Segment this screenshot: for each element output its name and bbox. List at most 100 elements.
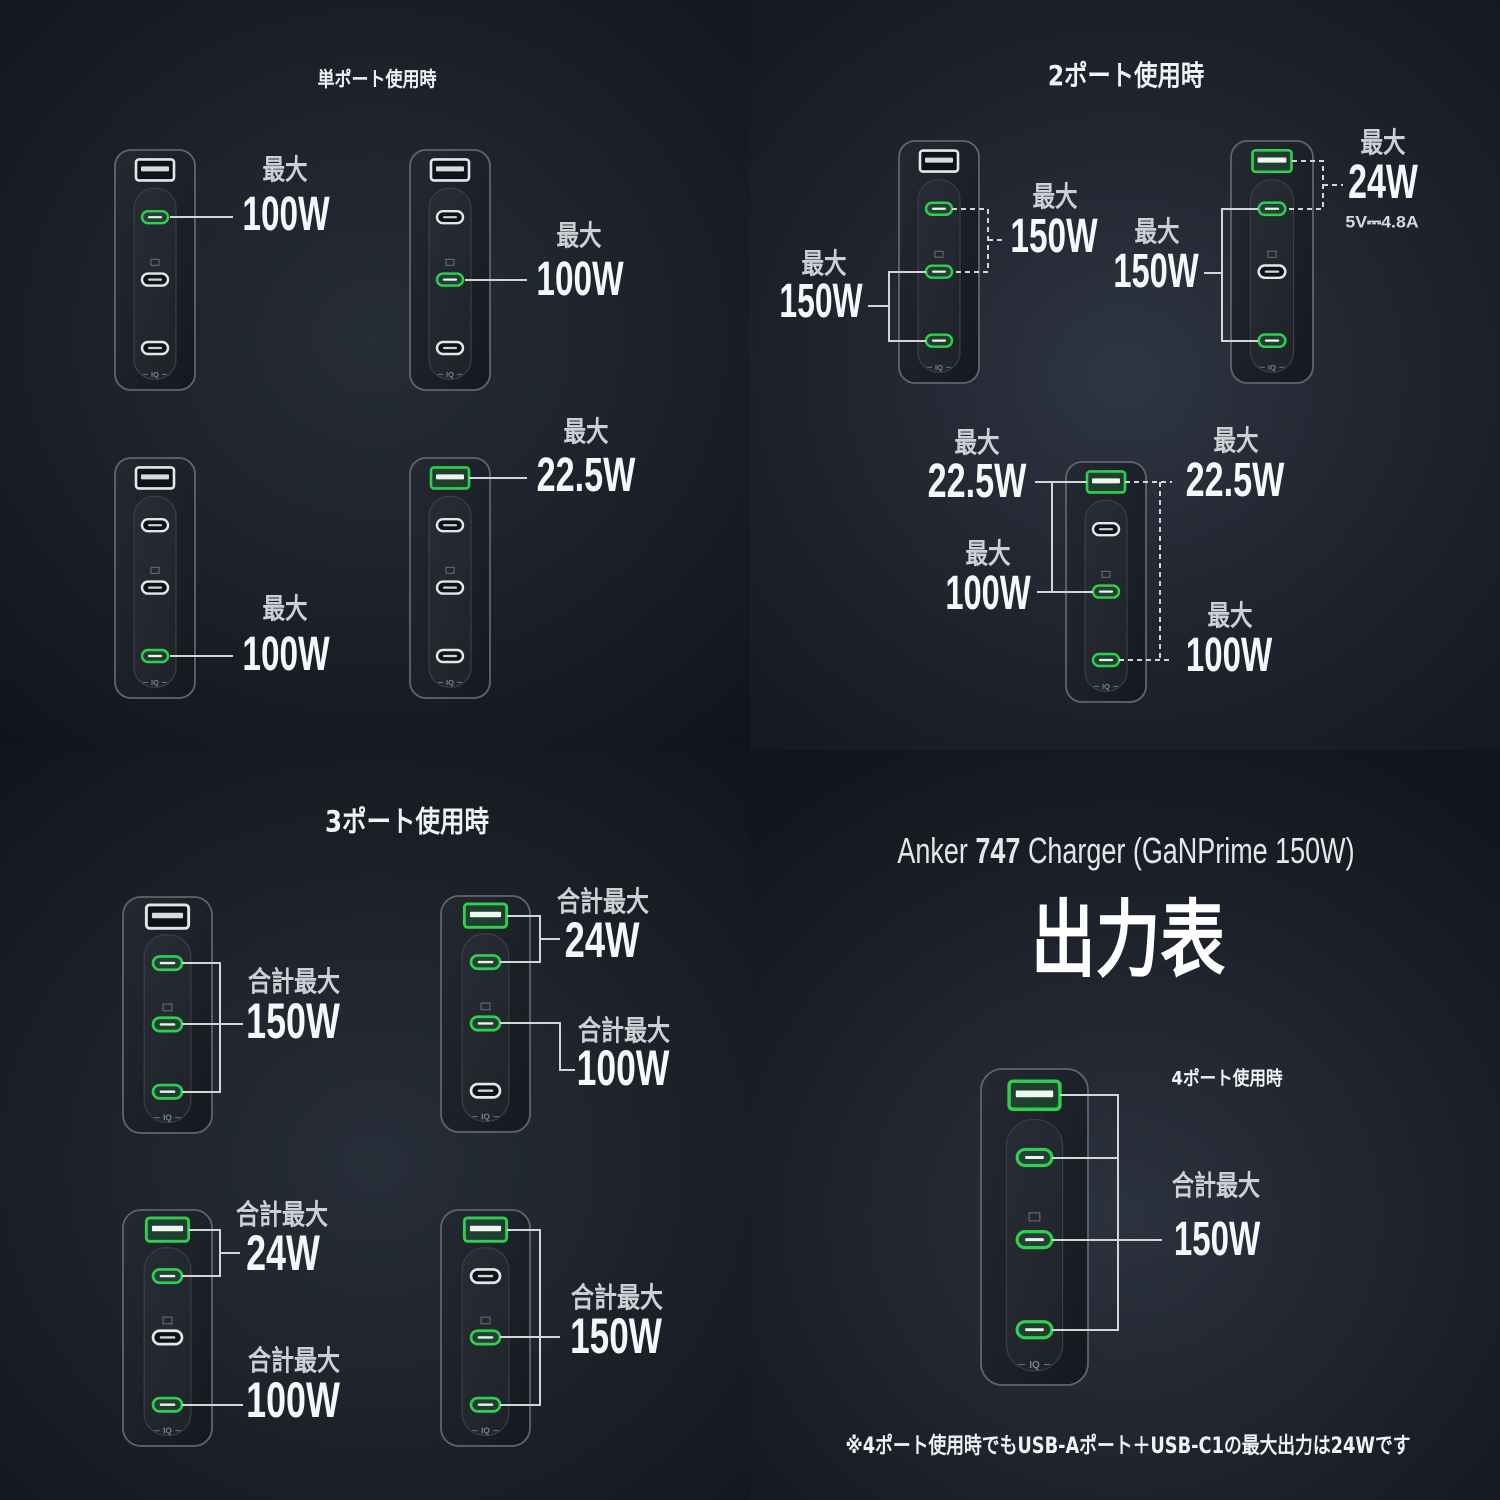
charger-body	[122, 1209, 213, 1447]
usb-a-port-tongue	[469, 1225, 502, 1232]
usb-c2-port-tongue	[1099, 590, 1113, 593]
usb-c1-port-tongue	[148, 524, 162, 527]
single-port-charger-2-caption-1: 最大	[556, 219, 602, 252]
usb-c1-port-tongue	[443, 216, 457, 219]
single-port-charger-1-value-1: 100W	[242, 188, 330, 241]
usb-c2-port-tongue	[148, 586, 162, 589]
three-port-charger-3: IQ	[122, 1209, 213, 1447]
usb-c3-port-tongue	[159, 1090, 176, 1093]
two-port-charger-2-caption-2: 最大	[1134, 215, 1180, 248]
four-port-label: 4ポート使用時	[1171, 1067, 1283, 1090]
single-port-charger-1-caption-1: 最大	[262, 153, 308, 186]
output-table-title: 出力表	[1030, 891, 1226, 989]
iq-logo: IQ	[1029, 1360, 1040, 1371]
port-panel	[461, 1247, 510, 1436]
two-port-charger-3-value-4: 100W	[1185, 629, 1273, 682]
charger-body	[440, 1209, 531, 1447]
three-port-charger-1: IQ	[122, 896, 213, 1134]
usb-c2-port-tongue	[443, 586, 457, 589]
usb-c2-port-tongue	[1264, 270, 1280, 273]
brand-name: Anker	[897, 830, 968, 871]
port-panel	[461, 933, 510, 1122]
three-port-charger-4-value-1: 150W	[570, 1308, 662, 1364]
device-icon	[934, 250, 944, 258]
usb-c3-port-tongue	[477, 1403, 494, 1406]
usb-c3-port-tongue	[148, 346, 162, 350]
port-panel	[428, 187, 472, 380]
two-port-charger-3-value-3: 22.5W	[1185, 454, 1285, 507]
single-port-title: 単ポート使用時	[317, 67, 437, 91]
three-port-charger-4-connector-1	[500, 1229, 541, 1406]
usb-c2-port-tongue	[159, 1336, 176, 1339]
device-icon	[162, 1316, 173, 1325]
device-icon	[150, 258, 160, 266]
two-port-charger-3-value-1: 22.5W	[927, 455, 1027, 508]
usb-c2-port-tongue	[148, 278, 162, 281]
device-icon	[445, 566, 455, 574]
three-port-title: 3ポート使用時	[324, 804, 490, 839]
three-port-charger-3-value-2: 100W	[246, 1372, 340, 1428]
iq-logo: IQ	[1268, 363, 1276, 372]
port-panel	[428, 495, 472, 688]
iq-logo: IQ	[163, 1426, 172, 1436]
two-port-charger-3-caption-1: 最大	[954, 426, 1000, 459]
two-port-charger-3: IQ	[1065, 461, 1147, 703]
usb-c1-port-tongue	[1025, 1156, 1044, 1159]
iq-logo: IQ	[446, 370, 454, 379]
three-port-charger-2-caption-2: 合計最大	[578, 1014, 670, 1047]
usb-c3-port-tongue	[1099, 658, 1113, 662]
three-port-charger-2: IQ	[440, 895, 531, 1133]
single-port-charger-3-value-1: 100W	[242, 628, 330, 681]
usb-c1-port-tongue	[159, 1274, 176, 1278]
three-port-charger-1-caption-1: 合計最大	[248, 965, 340, 998]
port-panel	[143, 1247, 192, 1436]
port-panel	[1084, 499, 1128, 692]
two-port-charger-1-caption-1: 最大	[801, 247, 847, 280]
two-port-charger-2-value-1: 24W	[1348, 156, 1418, 209]
iq-logo: IQ	[151, 370, 159, 379]
usb-c3-port-tongue	[477, 1089, 494, 1092]
port-panel	[917, 179, 961, 373]
charger-body	[1065, 461, 1147, 703]
two-port-charger-3-caption-3: 最大	[1213, 424, 1259, 457]
two-port-charger-3-caption-4: 最大	[1207, 599, 1253, 632]
usb-c1-port-tongue	[932, 207, 946, 210]
two-port-title: 2ポート使用時	[1047, 59, 1205, 92]
usb-c2-port-tongue	[1025, 1238, 1044, 1242]
usb-c2-port-tongue	[477, 1022, 494, 1025]
iq-logo: IQ	[935, 363, 943, 372]
single-port-charger-4-caption-1: 最大	[563, 415, 609, 448]
usb-a-port-tongue	[141, 166, 169, 172]
iq-logo: IQ	[151, 678, 159, 687]
charger-body	[114, 457, 196, 699]
device-icon	[150, 566, 160, 574]
port-panel	[133, 187, 177, 380]
single-port-charger-3-caption-1: 最大	[262, 592, 308, 625]
usb-c3-port-tongue	[148, 654, 162, 658]
usb-a-port-tongue	[925, 157, 953, 163]
device-icon	[162, 1003, 173, 1012]
usb-a-port-tongue	[1092, 478, 1120, 484]
two-port-charger-1-caption-2: 最大	[1032, 180, 1078, 213]
two-port-charger-1-value-1: 150W	[779, 275, 863, 328]
footnote: ※4ポート使用時でもUSB-Aポート＋USB-C1の最大出力は24Wです	[845, 1434, 1411, 1459]
usb-c1-port-tongue	[443, 524, 457, 527]
device-icon	[480, 1002, 491, 1011]
usb-a-port-tongue	[151, 1225, 184, 1232]
device-icon	[445, 258, 455, 266]
three-port-charger-1-connector-1	[182, 962, 221, 1093]
iq-logo: IQ	[481, 1426, 490, 1436]
usb-a-port-tongue	[1015, 1090, 1054, 1098]
single-port-charger-1: IQ	[114, 149, 196, 391]
four-port-charger: IQ	[980, 1068, 1089, 1386]
two-port-charger-2-note-1: 5V⎓4.8A	[1345, 212, 1419, 232]
model-number: 747	[975, 830, 1021, 871]
charger-body	[409, 457, 491, 699]
usb-c1-port-tongue	[1099, 528, 1113, 531]
two-port-charger-2-caption-1: 最大	[1360, 126, 1406, 159]
charger-body	[980, 1068, 1089, 1386]
usb-c1-port-tongue	[1264, 207, 1280, 210]
